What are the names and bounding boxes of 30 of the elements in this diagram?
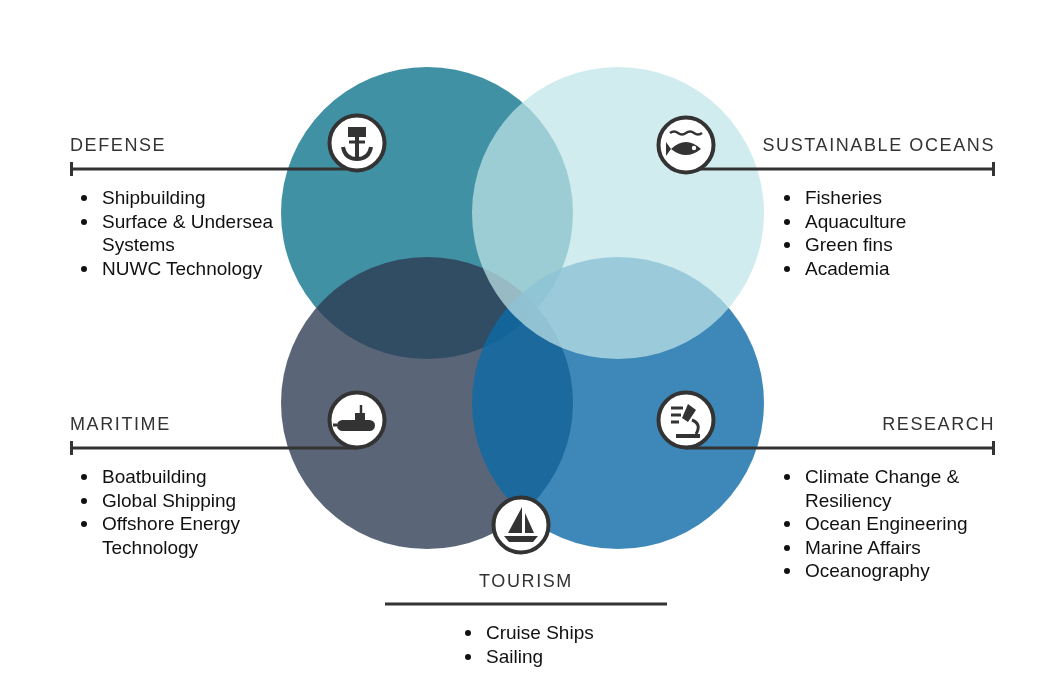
list-item: Surface & Undersea Systems [102,210,274,256]
list-item: Marine Affairs [805,536,921,558]
list-item: Global Shipping [102,489,237,511]
list-item: Aquaculture [805,210,907,232]
section-heading: TOURISM [478,570,574,593]
sailboat-icon [491,495,551,555]
connector-line [320,167,347,171]
connector-line [700,167,725,171]
section-heading: MARITIME [70,413,172,436]
list-item: Ocean Engineering [805,513,968,535]
list-item: NUWC Technology [102,257,263,279]
list-item: Offshore Energy Technology [102,513,240,558]
list-item: Boatbuilding [102,466,207,487]
fish-icon [656,115,716,175]
microscope-icon [656,390,716,450]
list-item: Oceanography [805,560,930,582]
list-item: Climate Change & Resiliency [805,466,960,511]
connector-line [686,446,725,450]
section-heading: SUSTAINABLE OCEANS [761,134,995,157]
submarine-icon [327,390,387,450]
anchor-icon [327,113,387,173]
list-item: Sailing [486,645,544,667]
list-item: Cruise Ships [486,622,594,643]
list-item: Fisheries [805,187,883,208]
section-heading: DEFENSE [70,134,168,157]
list-item: Shipbuilding [102,187,206,208]
list-item: Academia [805,257,890,279]
connector-line [320,446,357,450]
section-heading: RESEARCH [881,413,995,436]
list-item: Green fins [805,234,893,256]
